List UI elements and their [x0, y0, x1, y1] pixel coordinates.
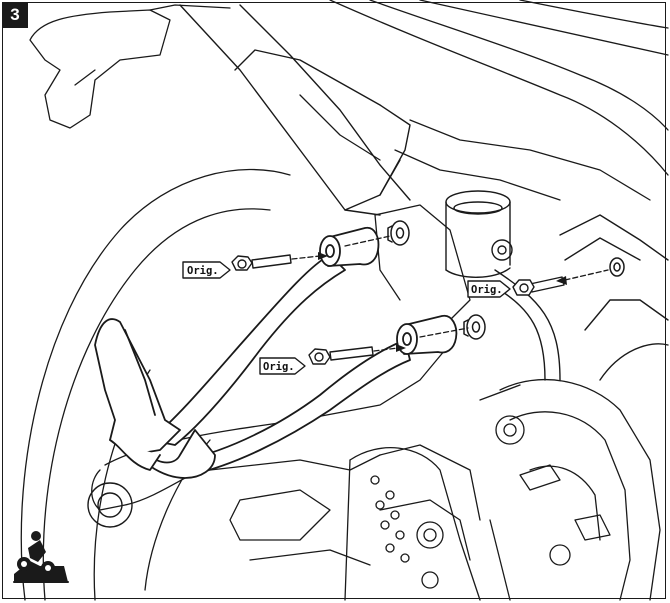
step-number-badge: 3	[2, 2, 28, 28]
orig-tag-upper: Orig.	[182, 261, 231, 279]
orig-tag-right: Orig.	[467, 280, 511, 298]
fuel-tank-outline	[299, 0, 669, 201]
orig-tag-upper-label: Orig.	[187, 265, 219, 277]
right-frame-tube	[494, 214, 669, 381]
footpeg-plate	[344, 447, 481, 601]
frame-washer-right	[609, 257, 625, 277]
guide-arrowheads	[318, 252, 567, 352]
orig-tag-lower: Orig.	[259, 357, 306, 375]
engine-cover	[479, 378, 661, 601]
frame-spacer-lower	[463, 314, 486, 340]
orig-tag-lower-label: Orig.	[263, 361, 295, 373]
bolt-right	[512, 276, 565, 296]
brake-reservoir	[445, 190, 513, 278]
bolt-lower	[308, 346, 374, 365]
rear-wheel	[20, 168, 291, 601]
orig-tag-right-label: Orig.	[471, 284, 503, 296]
frame-spacer-upper	[387, 220, 410, 246]
bolt-upper	[231, 254, 292, 271]
pivot-bolt	[87, 482, 133, 528]
assembly-guide-lines	[291, 235, 609, 352]
frame-upper-left	[29, 4, 231, 129]
frame-rail	[179, 4, 411, 216]
crash-bar	[94, 226, 458, 479]
motorcycle-rider-side-icon	[13, 531, 69, 583]
